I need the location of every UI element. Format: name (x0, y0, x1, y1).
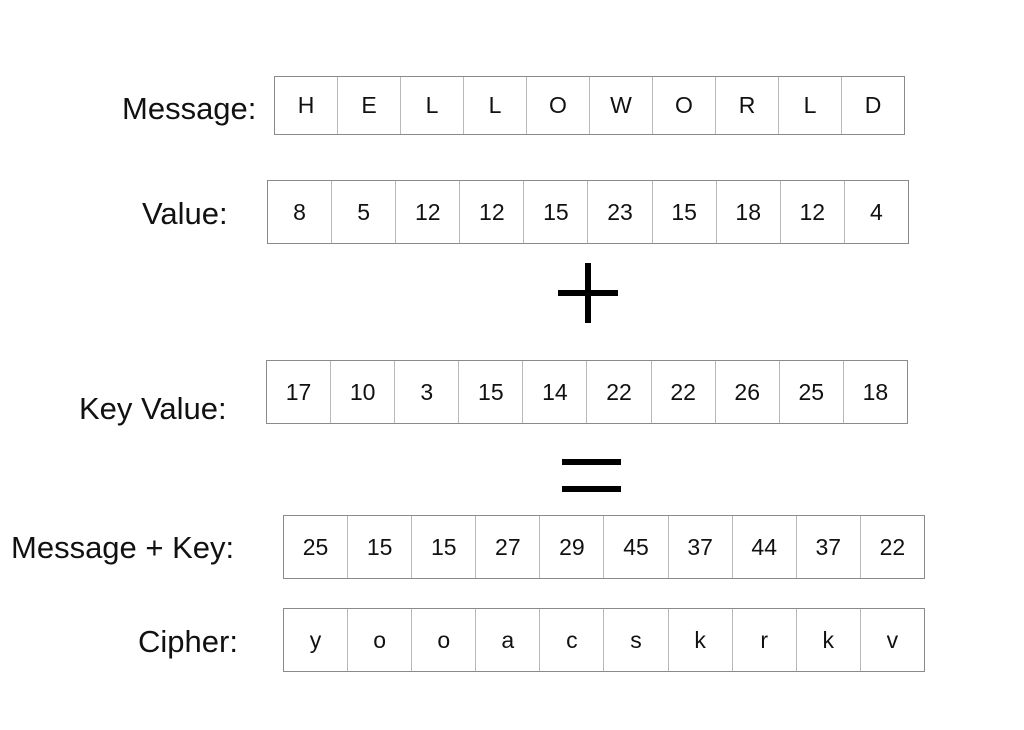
cipher-row: y o o a c s k r k v (283, 608, 925, 672)
sum-cell: 27 (475, 516, 539, 578)
key-value-cell: 26 (714, 361, 779, 423)
message-cell: D (841, 77, 904, 134)
message-plus-key-label: Message + Key: (11, 530, 235, 565)
message-cell: O (526, 77, 589, 134)
value-cell: 15 (523, 181, 587, 243)
value-cell: 23 (587, 181, 651, 243)
key-value-cell: 3 (394, 361, 458, 423)
value-cell: 8 (293, 198, 306, 225)
message-cell: L (463, 77, 526, 134)
cipher-cell: v (859, 609, 924, 671)
value-cell: 12 (779, 181, 844, 243)
value-cell: 4 (843, 181, 908, 243)
cipher-cell: o (347, 609, 411, 671)
value-cell: 18 (715, 181, 780, 243)
sum-cell: 37 (667, 516, 732, 578)
key-value-cell: 18 (842, 361, 907, 423)
message-cell: H (297, 92, 315, 118)
sum-cell: 15 (347, 516, 411, 578)
message-label: Message: (122, 91, 257, 126)
sum-cell: 44 (731, 516, 796, 578)
equals-sign-bottom-bar (562, 486, 621, 492)
cipher-cell: a (475, 609, 539, 671)
sum-cell: 22 (859, 516, 924, 578)
cipher-cell: o (411, 609, 475, 671)
equals-sign-top-bar (562, 459, 621, 465)
message-cell: W (589, 77, 652, 134)
key-value-cell: 22 (650, 361, 715, 423)
key-value-row: 17 10 3 15 14 22 22 26 25 18 (266, 360, 908, 424)
cipher-label: Cipher: (138, 624, 238, 659)
key-value-cell: 15 (458, 361, 522, 423)
value-cell: 5 (331, 181, 395, 243)
key-value-cell: 14 (522, 361, 586, 423)
equals-sign (562, 459, 621, 493)
value-cell: 15 (651, 181, 716, 243)
cipher-cell: y (309, 626, 322, 653)
sum-cell: 45 (603, 516, 667, 578)
cipher-cell: k (795, 609, 860, 671)
message-cell: O (652, 77, 715, 134)
message-row: H E L L O W O R L D (274, 76, 905, 135)
value-cell: 12 (459, 181, 523, 243)
cipher-cell: c (539, 609, 603, 671)
cipher-cell: k (667, 609, 732, 671)
key-value-cell: 25 (778, 361, 843, 423)
message-cell: L (400, 77, 463, 134)
plus-sign-horizontal (558, 290, 618, 296)
value-row: 8 5 12 12 15 23 15 18 12 4 (267, 180, 909, 244)
cipher-cell: r (731, 609, 796, 671)
sum-cell: 37 (795, 516, 860, 578)
message-cell: R (715, 77, 778, 134)
cipher-cell: s (603, 609, 667, 671)
value-label: Value: (142, 196, 228, 231)
sum-cell: 15 (411, 516, 475, 578)
key-value-cell: 10 (330, 361, 394, 423)
key-value-label: Key Value: (79, 391, 227, 426)
message-plus-key-row: 25 15 15 27 29 45 37 44 37 22 (283, 515, 925, 579)
key-value-cell: 22 (586, 361, 650, 423)
plus-sign (558, 263, 618, 323)
key-value-cell: 17 (285, 378, 312, 405)
message-cell: E (337, 77, 400, 134)
message-cell: L (778, 77, 841, 134)
value-cell: 12 (395, 181, 459, 243)
sum-cell: 29 (539, 516, 603, 578)
sum-cell: 25 (302, 533, 329, 560)
